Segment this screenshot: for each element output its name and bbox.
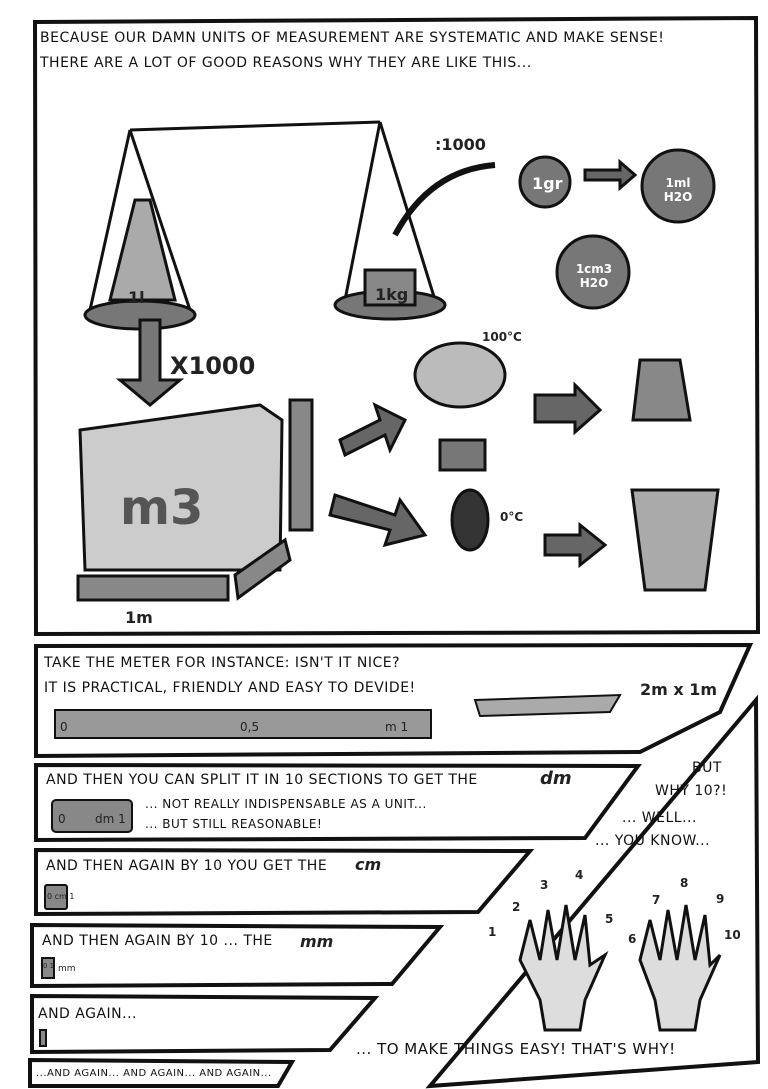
dm-note-1: ... not really indispensable as a unit..… xyxy=(145,797,427,811)
table-label: 2m x 1m xyxy=(640,680,718,699)
mm-unit: mm xyxy=(300,932,334,951)
mm-line-1: And then again by 10 ... the xyxy=(42,933,273,949)
finger-5: 5 xyxy=(605,912,614,926)
dm-ruler-1: dm 1 xyxy=(95,812,126,826)
hands xyxy=(518,904,722,1032)
cm-unit: cm xyxy=(355,855,382,874)
ml-label: 1ml H2O xyxy=(663,176,693,204)
divide-label: :1000 xyxy=(435,135,486,154)
side-label: 1m xyxy=(125,608,153,627)
dm-note-2: ... but still reasonable! xyxy=(145,817,323,831)
panel-6-border xyxy=(30,993,380,1055)
finger-9: 9 xyxy=(716,892,725,906)
panel-7-border xyxy=(28,1057,296,1088)
weight-cycle-circles xyxy=(392,148,716,310)
finger-3: 3 xyxy=(540,878,549,892)
again-line: And again... xyxy=(38,1006,137,1022)
finger-8: 8 xyxy=(680,876,689,890)
finger-6: 6 xyxy=(628,932,637,946)
boil-label: 100°C xyxy=(482,330,522,344)
meter-ruler-0: 0 xyxy=(60,720,68,734)
meter-ruler-1: m 1 xyxy=(385,720,409,734)
mm-ruler-unit: mm xyxy=(58,964,76,974)
panel-5-border xyxy=(30,922,445,989)
weight-label: 1kg xyxy=(375,285,409,304)
but-text: But xyxy=(692,760,722,776)
aquarium xyxy=(76,318,314,602)
finger-7: 7 xyxy=(652,893,661,907)
cm-ruler: 0 cm 1 xyxy=(47,892,75,901)
you-know-text: ... you know... xyxy=(595,833,711,849)
why-10-text: why 10?! xyxy=(655,783,728,799)
well-text: ... well... xyxy=(622,810,697,826)
freeze-label: 0°C xyxy=(500,510,524,524)
cm3-label: 1cm3 H2O xyxy=(575,262,613,290)
gram-label: 1gr xyxy=(532,174,563,193)
flask-label: 1l xyxy=(128,288,145,307)
dm-ruler-0: 0 xyxy=(58,812,66,826)
finger-2: 2 xyxy=(512,900,521,914)
mm-ruler: 0 1 xyxy=(43,962,55,970)
again-again-line: ...and again... and again... and again..… xyxy=(36,1068,272,1079)
multiply-label: X1000 xyxy=(170,352,256,380)
cube-label: m3 xyxy=(120,480,204,536)
intro-line-2: There are a lot of good reasons why they… xyxy=(40,55,532,71)
teapot-tea-and-iced-drink xyxy=(413,341,720,592)
arrows xyxy=(328,158,638,569)
finger-4: 4 xyxy=(575,868,584,882)
cm-line-1: And then again by 10 you get the xyxy=(46,858,328,874)
finger-1: 1 xyxy=(488,925,497,939)
dm-line-1: And then you can split it in 10 sections… xyxy=(46,772,478,788)
meter-line-2: It is practical, friendly and easy to de… xyxy=(44,680,416,696)
rulers xyxy=(39,693,622,1047)
panel-3-border xyxy=(34,762,642,843)
intro-line-1: Because our damn units of measurement ar… xyxy=(40,30,665,46)
meter-line-1: Take the meter for instance: isn't it ni… xyxy=(44,655,401,671)
conclusion-text: ... to make things easy! That's why! xyxy=(356,1040,676,1058)
panel-4-border xyxy=(34,847,535,917)
finger-10: 10 xyxy=(724,928,741,942)
meter-ruler-half: 0,5 xyxy=(240,720,260,734)
dm-unit: dm xyxy=(540,768,572,789)
